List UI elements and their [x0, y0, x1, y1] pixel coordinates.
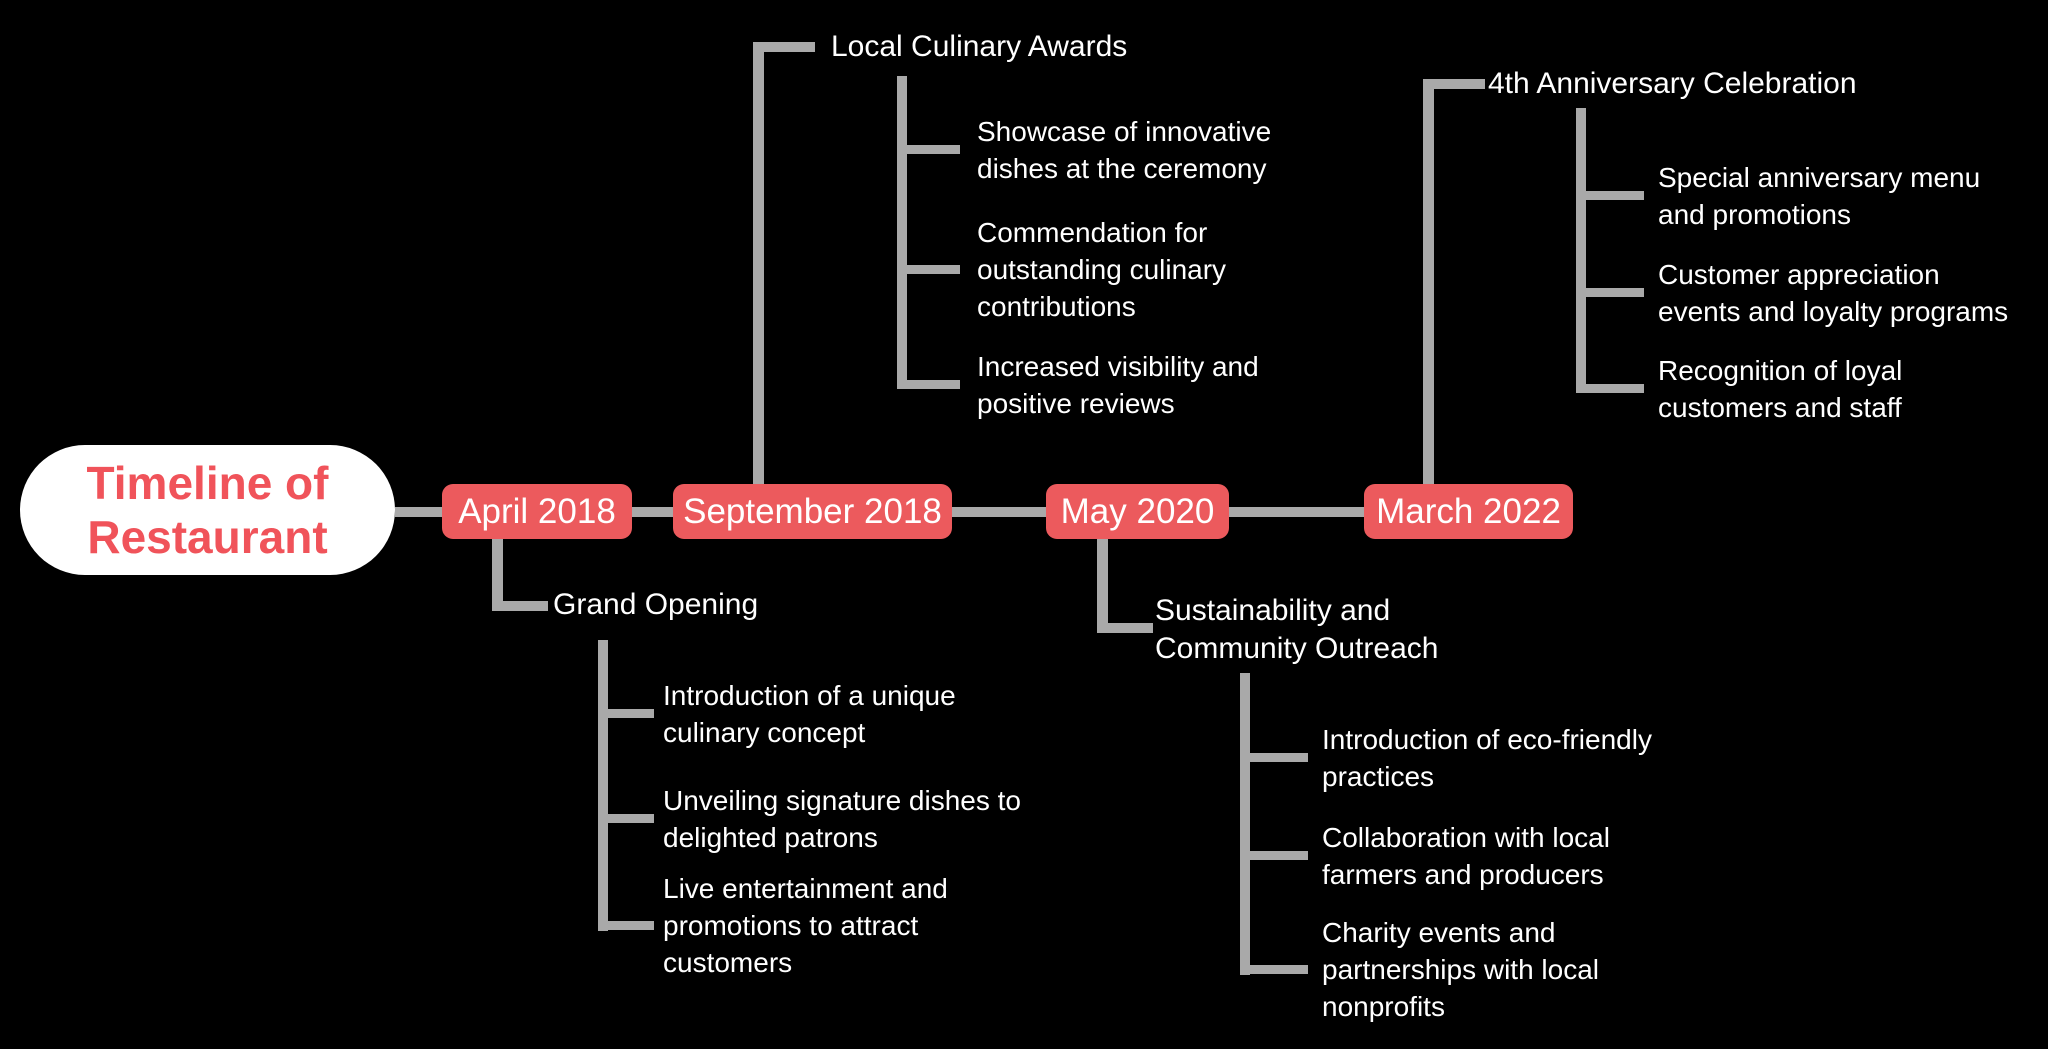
detail-item: Charity events and partnerships with loc…	[1322, 917, 1600, 1022]
detail-item: Commendation for outstanding culinary co…	[977, 217, 1227, 322]
detail-connector	[1576, 384, 1644, 393]
detail-item: Unveiling signature dishes to delighted …	[663, 785, 1021, 853]
detail-item: Live entertainment and promotions to att…	[663, 873, 948, 978]
branch-line-may	[1097, 539, 1108, 633]
branch-line-march	[1423, 79, 1434, 484]
detail-connector	[1240, 965, 1308, 974]
event-title-4th-anniversary: 4th Anniversary Celebration	[1488, 67, 1857, 100]
detail-rail-grand-opening	[598, 640, 608, 931]
detail-item: Collaboration with local farmers and pro…	[1322, 822, 1610, 890]
branch-line-september	[753, 42, 764, 484]
detail-item: Showcase of innovative dishes at the cer…	[977, 116, 1272, 184]
milestone-node-may-2020: May 2020	[1046, 484, 1229, 539]
detail-connector	[897, 145, 960, 154]
detail-connector	[1240, 753, 1308, 762]
branch-line-april	[492, 539, 503, 611]
detail-item: Introduction of a unique culinary concep…	[663, 680, 956, 748]
detail-rail-local-culinary-awards	[897, 76, 907, 389]
event-title-sustainability-outreach: Sustainability and Community Outreach	[1155, 594, 1439, 665]
detail-connector	[1240, 851, 1308, 860]
branch-elbow-april	[492, 601, 548, 611]
milestone-node-april-2018: April 2018	[442, 484, 632, 539]
milestone-node-march-2022: March 2022	[1364, 484, 1573, 539]
detail-connector	[598, 921, 654, 930]
detail-connector	[1576, 191, 1644, 200]
branch-elbow-march	[1423, 79, 1485, 89]
event-title-grand-opening: Grand Opening	[553, 588, 759, 621]
detail-connector	[598, 814, 654, 823]
detail-connector	[1576, 288, 1644, 297]
detail-rail-4th-anniversary	[1576, 108, 1586, 389]
detail-rail-sustainability	[1240, 673, 1250, 975]
detail-item: Increased visibility and positive review…	[977, 351, 1259, 419]
detail-connector	[897, 265, 960, 274]
event-title-local-culinary-awards: Local Culinary Awards	[831, 30, 1128, 63]
detail-connector	[598, 709, 654, 718]
branch-elbow-may	[1097, 623, 1153, 633]
detail-connector	[897, 380, 960, 389]
branch-elbow-september	[753, 42, 815, 52]
diagram-title: Timeline of Restaurant	[20, 445, 395, 575]
detail-item: Introduction of eco-friendly practices	[1322, 724, 1652, 792]
detail-item: Customer appreciation events and loyalty…	[1658, 259, 2009, 327]
detail-item: Recognition of loyal customers and staff	[1658, 355, 1903, 423]
detail-item: Special anniversary menu and promotions	[1658, 162, 1981, 230]
milestone-node-september-2018: September 2018	[673, 484, 952, 539]
